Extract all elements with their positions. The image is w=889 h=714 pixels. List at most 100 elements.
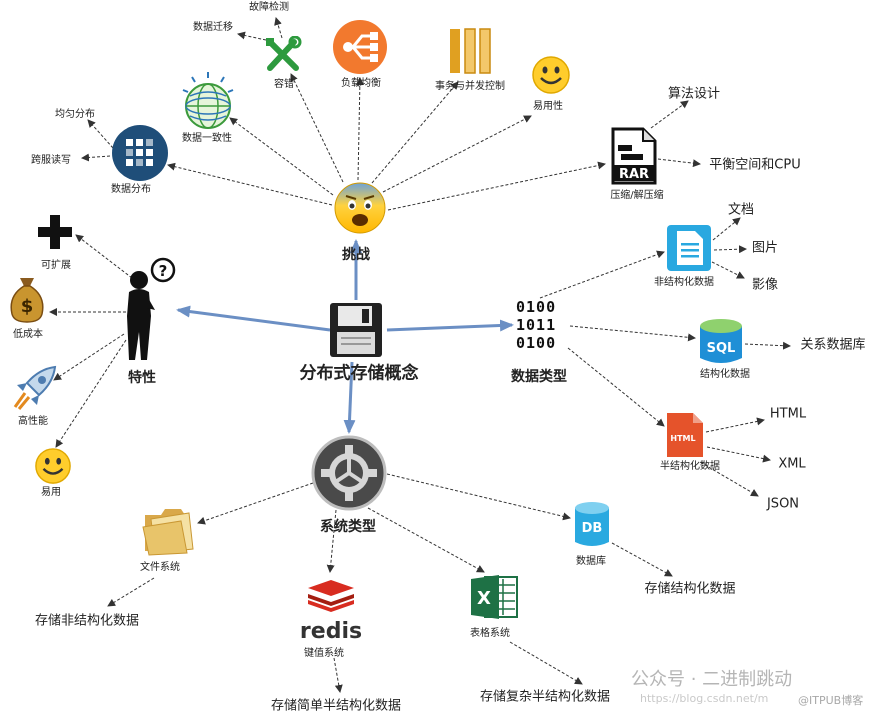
edge-challenge-tx (371, 81, 459, 184)
usability-label: 易用性 (533, 101, 563, 112)
edge-challenge-compression (387, 161, 606, 211)
load-balancing-label: 负载均衡 (341, 78, 381, 89)
challenge-label: 挑战 (342, 247, 370, 263)
edge-str-relational (744, 341, 791, 350)
redis-text: redis (300, 619, 362, 642)
documents-label: 文档 (727, 202, 755, 218)
center-label: 分布式存储概念 (299, 363, 419, 384)
table-system-note: 存储复杂半结构化数据 (479, 689, 611, 705)
edge-unstr-pics (713, 245, 747, 254)
edge-sys-kv (326, 509, 337, 573)
json-label: JSON (766, 496, 800, 512)
binary-line-3: 0100 (516, 334, 557, 352)
edge-center-datatypes (386, 319, 514, 332)
balance-label: 平衡空间和CPU (709, 157, 801, 173)
edge-semi-xml (706, 446, 771, 463)
db-text: DB (582, 521, 603, 536)
excel-icon: X (471, 575, 518, 619)
plus-icon (38, 215, 72, 249)
edge-tolerance-detection (274, 17, 283, 39)
edge-unstr-docs (712, 217, 741, 241)
edge-unstr-video (711, 261, 745, 279)
edge-center-traits (176, 305, 331, 332)
html-icon-text: HTML (670, 434, 695, 443)
binary-line-2: 1011 (516, 316, 557, 334)
database-note: 存储结构化数据 (644, 581, 736, 597)
system-gear-icon (311, 435, 387, 511)
binary-line-1: 0100 (516, 298, 557, 316)
rar-text: RAR (619, 167, 649, 182)
low-cost-label: 低成本 (13, 329, 43, 340)
relational-label: 关系数据库 (800, 337, 866, 353)
edge-challenge-consistency (229, 117, 334, 196)
fault-tolerance-label: 容错 (274, 79, 294, 90)
transactions-label: 事务与并发控制 (435, 81, 505, 92)
transaction-columns-icon (450, 28, 491, 74)
data-distribution-label: 数据分布 (111, 184, 151, 195)
db-cylinder-icon: DB (575, 502, 609, 546)
algorithm-design-label: 算法设计 (667, 86, 721, 102)
sql-database-icon: SQL (700, 319, 742, 363)
cross-dc-label: 跨服读写 (31, 155, 71, 166)
compression-label: 压缩/解压缩 (610, 190, 664, 201)
system-types-label: 系统类型 (320, 519, 376, 535)
money-bag-icon: $ (10, 278, 44, 323)
html-label: HTML (769, 406, 807, 422)
file-system-note: 存储非结构化数据 (34, 613, 140, 629)
edge-center-systems (343, 361, 356, 434)
thinking-person-icon: ? (127, 257, 176, 360)
edge-distribution-crossdc (81, 153, 111, 162)
edge-distribution-uniform (87, 119, 114, 149)
redis-icon: redis (300, 580, 362, 642)
edge-sys-db (386, 473, 571, 521)
kv-system-note: 存储简单半结构化数据 (270, 698, 402, 714)
unstructured-label: 非结构化数据 (654, 277, 714, 288)
edge-dt-semistructured (567, 347, 665, 427)
floppy-disk-icon (330, 303, 382, 357)
html-file-icon: HTML (667, 413, 703, 457)
high-perf-label: 高性能 (18, 416, 48, 427)
sql-text: SQL (707, 341, 736, 356)
fearful-face-icon (334, 182, 386, 234)
edge-traits-easy (55, 339, 127, 448)
table-system-label: 表格系统 (470, 628, 510, 639)
blog-watermark: https://blog.csdn.net/m (640, 692, 769, 705)
itpub-watermark: @ITPUB博客 (798, 694, 864, 707)
excel-text: X (477, 588, 491, 609)
edge-kv-note (333, 657, 343, 693)
folder-icon (142, 509, 194, 556)
data-grid-icon (112, 125, 168, 181)
video-label: 影像 (751, 277, 779, 293)
file-system-label: 文件系统 (140, 562, 180, 573)
edge-sys-file (197, 482, 314, 525)
uniform-distribution-label: 均匀分布 (55, 109, 95, 120)
document-icon (667, 225, 711, 271)
binary-data-icon: 0100 1011 0100 (516, 298, 556, 352)
edge-compression-algorithm (650, 100, 689, 129)
tools-icon (266, 36, 302, 71)
svg-text:$: $ (21, 296, 34, 317)
edge-table-note (509, 641, 583, 685)
pictures-label: 图片 (751, 240, 779, 256)
semistructured-label: 半结构化数据 (660, 461, 720, 472)
structured-label: 结构化数据 (700, 369, 750, 380)
traits-label: 特性 (128, 370, 156, 386)
edge-dt-structured (569, 325, 696, 342)
edge-challenge-distribution (167, 162, 333, 206)
wechat-watermark: 公众号 · 二进制跳动 (631, 669, 793, 690)
edge-challenge-tolerance (290, 73, 344, 183)
fault-detection-label: 故障检测 (249, 2, 289, 13)
edge-semi-json (699, 461, 759, 497)
data-types-label: 数据类型 (511, 369, 567, 385)
consistency-label: 数据一致性 (182, 133, 232, 144)
data-migration-label: 数据迁移 (193, 22, 233, 33)
edge-dt-unstructured (539, 250, 665, 299)
easy-label: 易用 (41, 487, 61, 498)
smiley-icon (532, 56, 570, 94)
rocket-icon (13, 365, 57, 410)
xml-label: XML (778, 456, 806, 472)
edge-challenge-usability (382, 115, 532, 193)
load-balancer-icon (333, 20, 387, 74)
edge-traits-scalable (75, 234, 133, 279)
smiley-small-icon (35, 448, 71, 484)
